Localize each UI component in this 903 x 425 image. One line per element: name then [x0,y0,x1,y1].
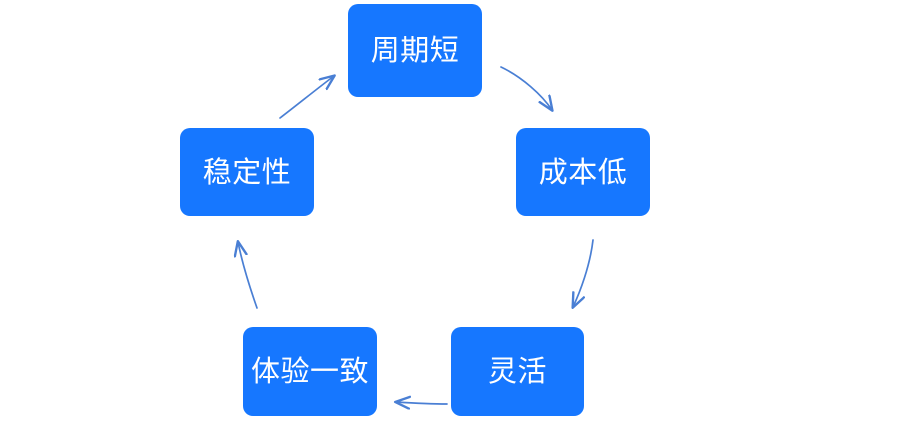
edge-consistent-to-stability [238,242,258,309]
edge-low-cost-to-flexible [573,239,594,307]
node-label: 体验一致 [250,354,369,388]
node-consistent[interactable]: 体验一致 [243,327,377,416]
edge-stability-to-cycle-short [279,76,334,119]
node-label: 灵活 [487,354,547,388]
node-cycle-short[interactable]: 周期短 [348,4,482,97]
node-label: 稳定性 [202,154,292,189]
node-low-cost[interactable]: 成本低 [516,128,650,216]
node-label: 成本低 [538,154,628,189]
node-label: 周期短 [370,33,460,67]
edge-cycle-short-to-low-cost [500,66,552,110]
edge-flexible-to-consistent [396,402,448,404]
node-stability[interactable]: 稳定性 [180,128,314,216]
node-flexible[interactable]: 灵活 [451,327,584,416]
